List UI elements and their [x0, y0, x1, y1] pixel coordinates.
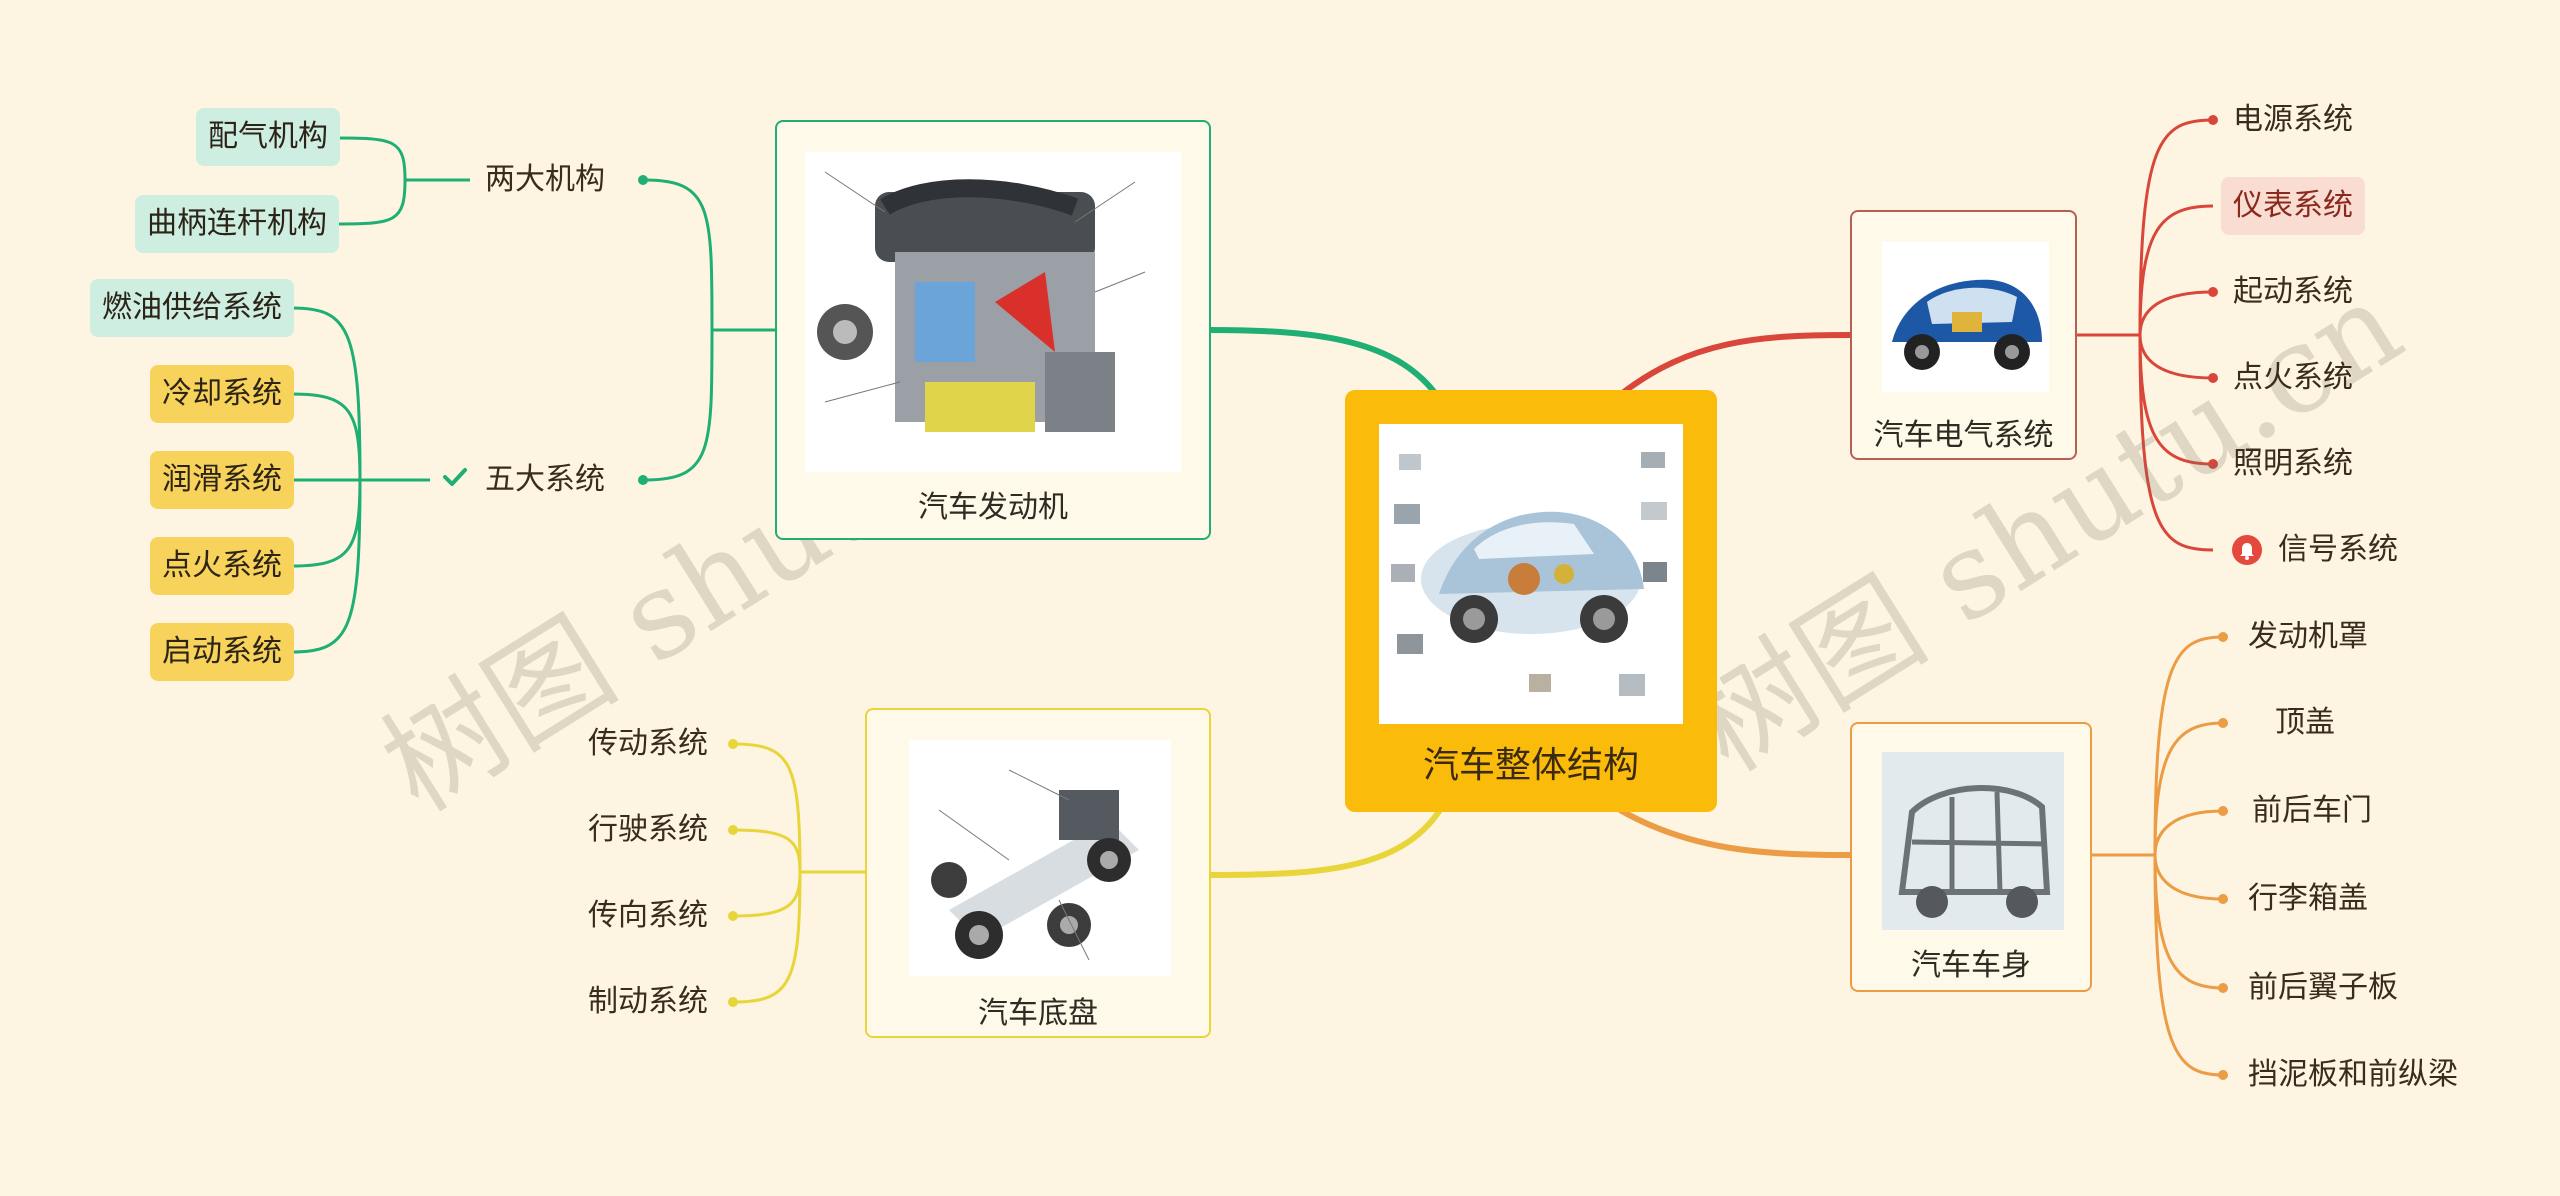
electrical-car-image	[1882, 242, 2049, 392]
body-title: 汽车车身	[1911, 948, 2031, 983]
chassis-node[interactable]: 汽车底盘	[865, 708, 1211, 1038]
chassis-title: 汽车底盘	[978, 996, 1098, 1031]
engine-item-lubrication[interactable]: 润滑系统	[150, 451, 294, 509]
engine-title: 汽车发动机	[918, 490, 1068, 525]
engine-group-systems[interactable]: 五大系统	[485, 462, 605, 497]
body-node[interactable]: 汽车车身	[1850, 722, 2092, 992]
bell-icon	[2232, 535, 2262, 565]
electrical-title: 汽车电气系统	[1873, 418, 2054, 453]
electrical-item-power[interactable]: 电源系统	[2233, 102, 2353, 137]
chassis-image	[909, 740, 1171, 976]
car-architecture-image	[1379, 424, 1683, 724]
body-item-fenders[interactable]: 前后翼子板	[2248, 970, 2398, 1005]
engine-item-starting[interactable]: 启动系统	[150, 623, 294, 681]
chassis-item-running-gear[interactable]: 行驶系统	[588, 812, 708, 847]
electrical-item-starter[interactable]: 起动系统	[2233, 274, 2353, 309]
engine-item-valve-train[interactable]: 配气机构	[196, 108, 340, 166]
engine-item-cooling[interactable]: 冷却系统	[150, 365, 294, 423]
electrical-item-instrument[interactable]: 仪表系统	[2221, 177, 2365, 235]
root-title: 汽车整体结构	[1422, 745, 1639, 786]
root-node[interactable]: 汽车整体结构	[1345, 390, 1717, 812]
engine-node[interactable]: 汽车发动机	[775, 120, 1211, 540]
engine-item-crank[interactable]: 曲柄连杆机构	[135, 195, 339, 253]
check-icon	[440, 462, 470, 492]
chassis-item-steering[interactable]: 传向系统	[588, 898, 708, 933]
electrical-item-ignition[interactable]: 点火系统	[2233, 360, 2353, 395]
chassis-item-transmission[interactable]: 传动系统	[588, 726, 708, 761]
body-item-roof[interactable]: 顶盖	[2275, 705, 2335, 740]
body-shell-image	[1882, 752, 2064, 930]
electrical-item-lighting[interactable]: 照明系统	[2233, 446, 2353, 481]
body-item-doors[interactable]: 前后车门	[2252, 793, 2372, 828]
chassis-item-braking[interactable]: 制动系统	[588, 984, 708, 1019]
electrical-item-signal[interactable]: 信号系统	[2278, 532, 2398, 567]
engine-group-mechanisms[interactable]: 两大机构	[485, 162, 605, 197]
engine-item-fuel[interactable]: 燃油供给系统	[90, 279, 294, 337]
body-item-mudguard-rails[interactable]: 挡泥板和前纵梁	[2248, 1057, 2458, 1092]
body-item-hood[interactable]: 发动机罩	[2248, 619, 2368, 654]
engine-image	[805, 152, 1181, 472]
body-item-trunk-lid[interactable]: 行李箱盖	[2248, 881, 2368, 916]
electrical-node[interactable]: 汽车电气系统	[1850, 210, 2077, 460]
engine-item-ignition[interactable]: 点火系统	[150, 537, 294, 595]
